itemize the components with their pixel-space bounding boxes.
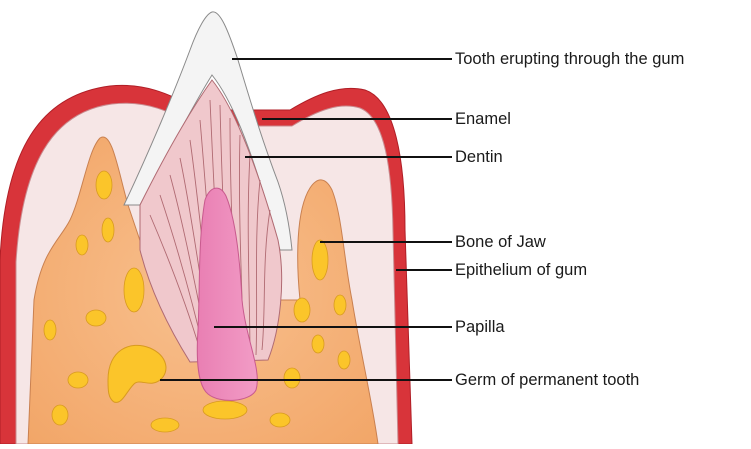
label-epithelium-of-gum: Epithelium of gum: [455, 260, 587, 280]
label-bone-of-jaw: Bone of Jaw: [455, 232, 546, 252]
label-germ-of-permanent-tooth: Germ of permanent tooth: [455, 370, 639, 390]
label-papilla: Papilla: [455, 317, 505, 337]
label-enamel: Enamel: [455, 109, 511, 129]
label-dentin: Dentin: [455, 147, 503, 167]
label-tooth-erupting: Tooth erupting through the gum: [455, 49, 684, 69]
